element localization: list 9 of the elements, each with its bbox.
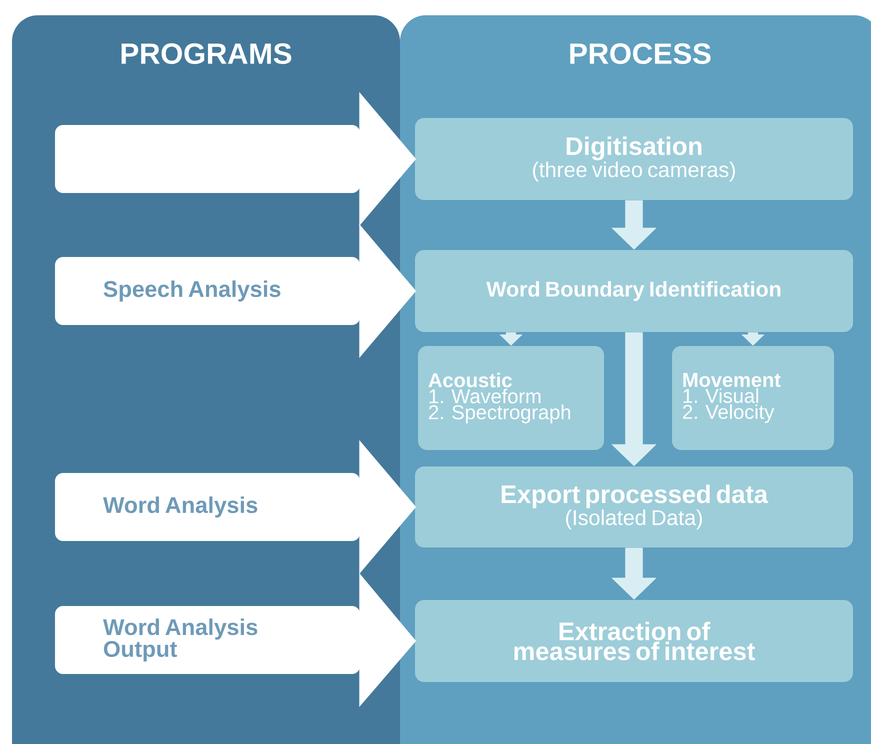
node-label: Speech Analysis: [104, 280, 280, 302]
process-box: Extraction of measures of interest: [415, 600, 853, 682]
process-box: Digitisation (three video cameras): [415, 118, 853, 200]
node-label: Word Analysis: [103, 496, 258, 518]
node-label: Word Analysis Output: [103, 618, 258, 662]
process-box: Word Boundary Identification: [415, 250, 853, 332]
process-box: Export processed data (Isolated Data): [415, 466, 853, 548]
sub-process-box: Acoustic 1. Waveform 2. Spectrograph: [418, 346, 604, 450]
sub-process-box: Movement 1. Visual 2. Velocity: [672, 346, 834, 450]
